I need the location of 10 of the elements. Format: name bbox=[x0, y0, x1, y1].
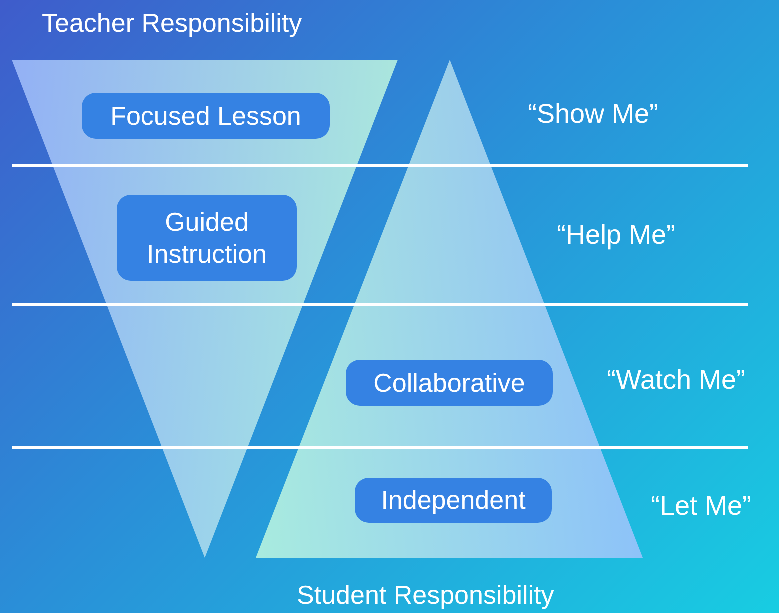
stage-pill: Independent bbox=[355, 478, 552, 523]
stage-pill: Focused Lesson bbox=[82, 93, 330, 139]
quote-text: “Show Me” bbox=[528, 99, 659, 130]
quote-text: “Help Me” bbox=[557, 220, 676, 251]
quote-text: “Let Me” bbox=[651, 491, 752, 522]
quote-text: “Watch Me” bbox=[607, 365, 746, 396]
heading-text: Student Responsibility bbox=[297, 580, 554, 611]
stage-pill: Guided Instruction bbox=[117, 195, 297, 281]
stage-pill: Collaborative bbox=[346, 360, 553, 406]
heading-text: Teacher Responsibility bbox=[42, 8, 302, 39]
